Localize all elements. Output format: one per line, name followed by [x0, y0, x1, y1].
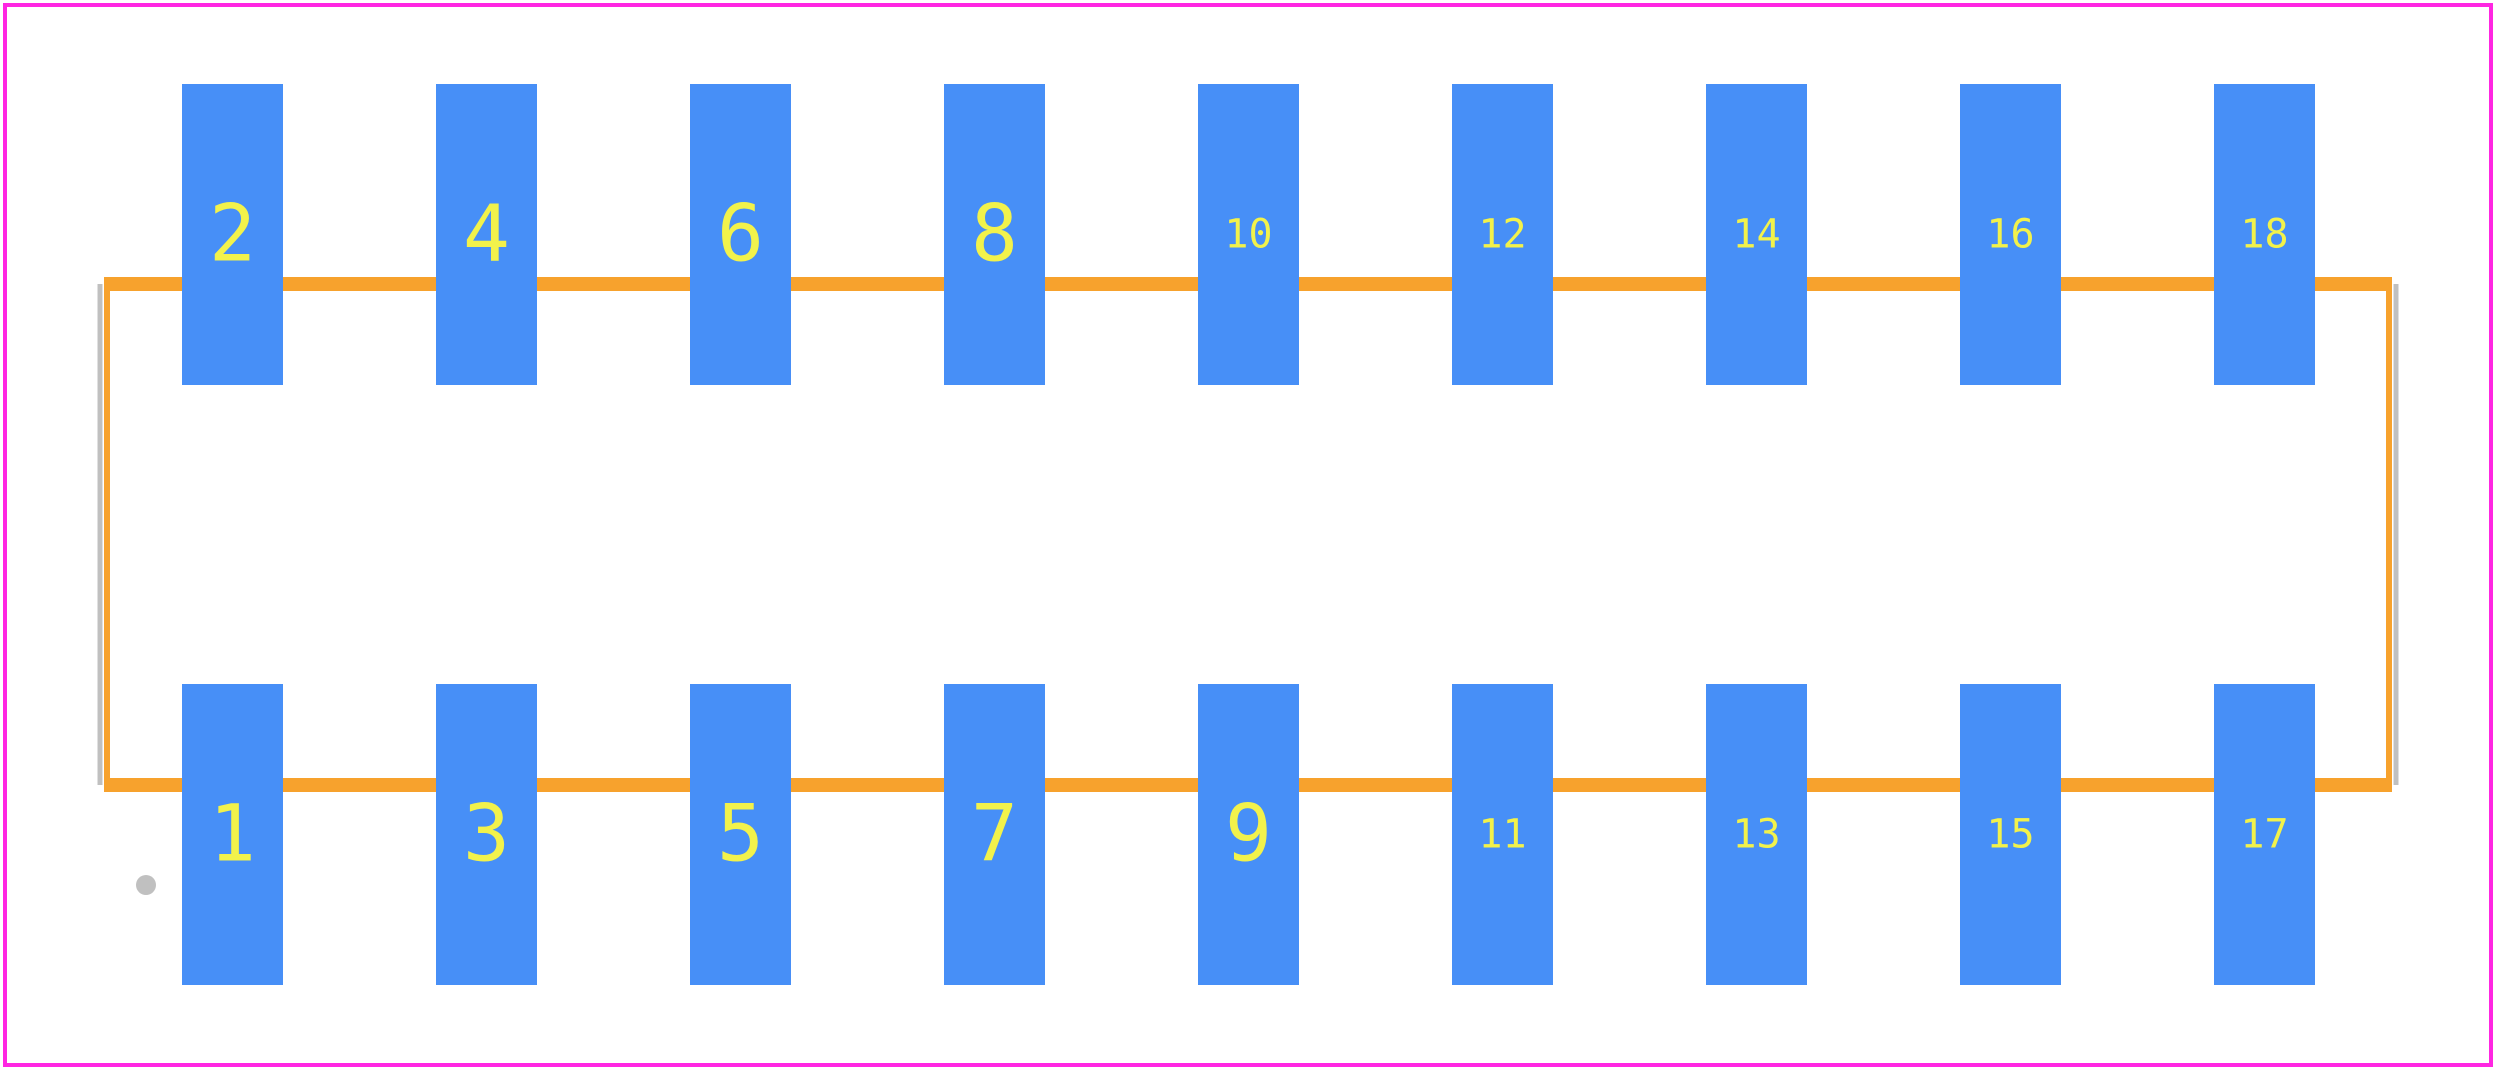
pad-label-6: 6	[717, 190, 764, 280]
pad-label-3: 3	[463, 790, 510, 880]
pad-15	[1960, 684, 2061, 985]
pad-label-17: 17	[2240, 812, 2288, 858]
pad-label-18: 18	[2240, 212, 2288, 258]
pad-label-14: 14	[1732, 212, 1780, 258]
pad-label-16: 16	[1986, 212, 2034, 258]
pad-label-9: 9	[1225, 790, 1272, 880]
pad-16	[1960, 84, 2061, 385]
pad-label-11: 11	[1478, 812, 1526, 858]
pin-1-marker-dot	[136, 875, 156, 895]
pad-6	[690, 84, 791, 385]
pad-10	[1198, 84, 1299, 385]
pad-7	[944, 684, 1045, 985]
pad-label-13: 13	[1732, 812, 1780, 858]
pad-11	[1452, 684, 1553, 985]
pad-12	[1452, 84, 1553, 385]
pad-5	[690, 684, 791, 985]
pad-label-1: 1	[209, 790, 256, 880]
pad-label-2: 2	[209, 190, 256, 280]
pad-18	[2214, 84, 2315, 385]
pad-1	[182, 684, 283, 985]
pad-label-10: 10	[1224, 212, 1272, 258]
pad-label-7: 7	[971, 790, 1018, 880]
courtyard-outline	[3, 3, 2493, 1067]
pad-label-8: 8	[971, 190, 1018, 280]
pad-label-4: 4	[463, 190, 510, 280]
pad-4	[436, 84, 537, 385]
pad-label-15: 15	[1986, 812, 2034, 858]
pad-label-12: 12	[1478, 212, 1526, 258]
pad-3	[436, 684, 537, 985]
pad-17	[2214, 684, 2315, 985]
pad-8	[944, 84, 1045, 385]
pad-13	[1706, 684, 1807, 985]
fabrication-outline	[97, 284, 2399, 785]
pad-2	[182, 84, 283, 385]
pad-9	[1198, 684, 1299, 985]
pad-14	[1706, 84, 1807, 385]
pad-label-5: 5	[717, 790, 764, 880]
